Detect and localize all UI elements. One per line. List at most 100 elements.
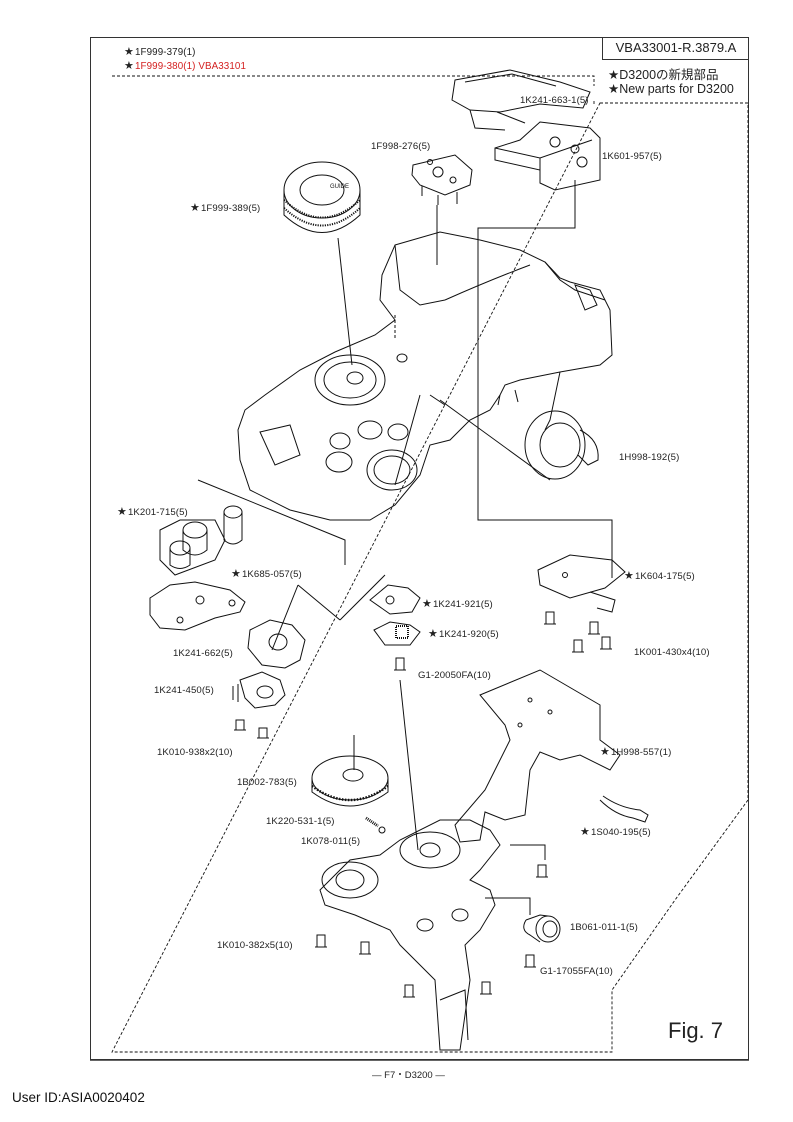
part-1K685-057-flex xyxy=(149,581,246,631)
new-part-star-icon: ★ xyxy=(124,46,134,58)
part-label: ★1S040-195(5) xyxy=(580,825,651,838)
part-1K220-531-1-spring xyxy=(365,816,386,834)
legend-line-en: ★New parts for D3200 xyxy=(608,82,734,96)
screws-1K001-430 xyxy=(544,611,612,653)
figure-label: Fig. 7 xyxy=(668,1018,724,1043)
new-part-star-icon: ★ xyxy=(608,82,620,96)
part-number: 1K601-957(5) xyxy=(602,151,662,162)
part-label: G1-17055FA(10) xyxy=(540,966,613,977)
part-number: 1K241-662(5) xyxy=(173,648,233,659)
part-label: ★1K241-920(5) xyxy=(428,627,499,640)
part-1K241-921 xyxy=(369,584,421,615)
part-1K241-920 xyxy=(373,621,421,646)
part-label: 1K241-663-1(5) xyxy=(520,95,589,106)
part-1H998-192-ring xyxy=(524,410,599,480)
part-number: 1K010-382x5(10) xyxy=(217,940,293,951)
part-1K604-175-bracket xyxy=(537,554,626,613)
leader-line xyxy=(485,897,531,915)
new-part-star-icon: ★ xyxy=(580,826,590,838)
part-label: 1K010-382x5(10) xyxy=(217,940,293,951)
document-number: VBA33001-R.3879.A xyxy=(602,37,749,60)
part-number: 1F999-380(1) VBA33101 xyxy=(134,61,246,72)
legend-text: D3200の新規部品 xyxy=(619,68,719,82)
leader-line xyxy=(271,584,299,651)
part-1F998-276-plate xyxy=(411,154,473,205)
part-number: 1F999-379(1) xyxy=(134,47,196,58)
part-1S040-195-cable xyxy=(599,795,649,823)
part-number: 1K010-938x2(10) xyxy=(157,747,233,758)
part-1K601-957-shoe xyxy=(494,121,601,191)
part-label: 1B002-783(5) xyxy=(237,777,297,788)
part-number: 1K604-175(5) xyxy=(634,571,695,582)
part-1F999-389-mode-dial: GUIDE xyxy=(283,161,361,233)
part-label: 1K220-531-1(5) xyxy=(266,816,335,827)
part-label: ★1K241-921(5) xyxy=(422,597,493,610)
part-number: 1K241-920(5) xyxy=(438,629,499,640)
leader-line xyxy=(197,479,346,565)
part-label: ★1H998-557(1) xyxy=(600,745,671,758)
part-label: ★1K604-175(5) xyxy=(624,569,695,582)
new-part-star-icon: ★ xyxy=(624,570,634,582)
part-number: 1K241-450(5) xyxy=(154,685,214,696)
part-1K241-663-1-plate xyxy=(451,69,591,131)
part-label: 1K241-662(5) xyxy=(173,648,233,659)
leader-line xyxy=(337,237,353,366)
part-base-plate-assembly xyxy=(319,819,501,1051)
part-1K201-715-buttons xyxy=(159,505,243,576)
user-id: User ID:ASIA0020402 xyxy=(12,1090,145,1105)
part-number: 1K241-663-1(5) xyxy=(520,95,589,106)
part-1K241-662-plate xyxy=(247,619,306,669)
part-number: G1-17055FA(10) xyxy=(540,966,613,977)
leader-line xyxy=(429,394,446,406)
part-label: 1K010-938x2(10) xyxy=(157,747,233,758)
leader-line xyxy=(297,584,341,621)
part-label: ★1K201-715(5) xyxy=(117,505,188,518)
part-label: 1K241-450(5) xyxy=(154,685,214,696)
screws-1K010-382 xyxy=(315,864,548,998)
screw-G1-17055FA xyxy=(524,954,536,968)
part-number: 1K001-430x4(10) xyxy=(634,647,710,658)
part-number: 1H998-192(5) xyxy=(619,452,680,463)
part-number: 1F999-389(5) xyxy=(200,203,261,214)
leader-line xyxy=(394,394,421,486)
part-top-cover-body xyxy=(237,231,613,521)
part-number: 1B002-783(5) xyxy=(237,777,297,788)
new-parts-legend: ★D3200の新規部品 ★New parts for D3200 xyxy=(608,68,734,96)
legend-text: New parts for D3200 xyxy=(619,82,734,96)
part-number: 1S040-195(5) xyxy=(590,827,651,838)
leader-line xyxy=(399,679,419,851)
part-label: 1F998-276(5) xyxy=(371,141,430,152)
new-part-star-icon: ★ xyxy=(608,68,620,82)
part-1K241-450-plate xyxy=(232,671,286,709)
new-part-star-icon: ★ xyxy=(600,746,610,758)
top-part-label-red: ★1F999-380(1) VBA33101 xyxy=(124,59,246,72)
part-number: G1-20050FA(10) xyxy=(418,670,491,681)
screw-G1-20050FA xyxy=(394,657,406,671)
new-part-star-icon: ★ xyxy=(428,628,438,640)
leader-line xyxy=(477,180,576,280)
part-label: 1K601-957(5) xyxy=(602,151,662,162)
new-part-star-icon: ★ xyxy=(124,60,134,72)
part-number: 1F998-276(5) xyxy=(371,141,431,152)
part-label: 1B061-011-1(5) xyxy=(570,922,638,933)
part-label: ★1F999-389(5) xyxy=(190,201,260,214)
part-number: 1K078-011(5) xyxy=(301,836,361,847)
new-part-star-icon: ★ xyxy=(190,202,200,214)
part-1B061-011-1-cam xyxy=(523,914,561,943)
new-part-star-icon: ★ xyxy=(231,568,241,580)
part-number: 1K201-715(5) xyxy=(127,507,188,518)
part-number: 1H998-557(1) xyxy=(610,747,672,758)
part-number: 1B061-011-1(5) xyxy=(570,922,638,933)
page-footer: — F7・D3200 — xyxy=(372,1070,445,1081)
top-part-label: ★1F999-379(1) xyxy=(124,45,196,58)
leader-line xyxy=(496,111,526,124)
leader-line xyxy=(510,844,546,860)
part-label: 1K078-011(5) xyxy=(301,836,360,847)
part-label: 1K001-430x4(10) xyxy=(634,647,710,658)
new-part-star-icon: ★ xyxy=(422,598,432,610)
part-label: G1-20050FA(10) xyxy=(418,670,491,681)
part-number: 1K241-921(5) xyxy=(432,599,493,610)
legend-line-jp: ★D3200の新規部品 xyxy=(608,68,734,82)
dashed-boundary xyxy=(111,75,749,1053)
